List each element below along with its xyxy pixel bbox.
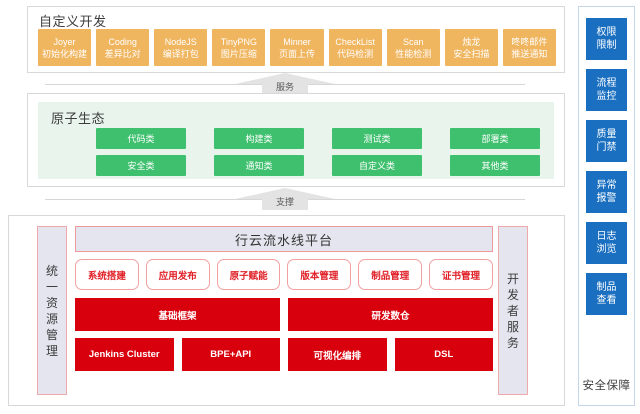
atom-ecology-panel: 原子生态 代码类 构建类 测试类 部署类安全类 通知类 自定义类 其他类 [27,93,565,187]
security-sidebar-item-line1: 权限 [596,27,617,38]
pipeline-tech-bar[interactable]: BPE+API [181,338,280,371]
connector-service: 服务 [0,73,570,95]
custom-dev-chip-name: 烛龙 [462,36,481,47]
security-sidebar: 权限限制流程监控质量门禁异常报警日志浏览制品查看 安全保障 [578,6,635,406]
pipeline-platform-body: 行云流水线平台 系统搭建应用发布原子赋能版本管理制品管理证书管理 基础框架研发数… [75,226,493,395]
custom-dev-chip-desc: 性能检测 [395,48,432,59]
custom-dev-chip-desc: 推送通知 [511,48,548,59]
security-sidebar-item[interactable]: 异常报警 [586,171,627,213]
security-sidebar-item-line2: 限制 [596,40,617,51]
security-sidebar-item[interactable]: 日志浏览 [586,222,627,264]
security-sidebar-item-line1: 日志 [596,231,617,242]
pipeline-capability-pill[interactable]: 制品管理 [358,259,423,290]
unified-resource-management-label: 统一资源管理 [45,263,58,358]
pipeline-core-bar[interactable]: 研发数仓 [288,298,493,331]
pipeline-core-bars: 基础框架研发数仓 [75,298,493,331]
pipeline-capability-pill[interactable]: 系统搭建 [75,259,139,290]
security-sidebar-footer: 安全保障 [582,380,631,392]
security-sidebar-item[interactable]: 权限限制 [586,18,627,60]
pipeline-capability-pill[interactable]: 版本管理 [287,259,352,290]
security-sidebar-items: 权限限制流程监控质量门禁异常报警日志浏览制品查看 [586,18,627,315]
custom-dev-chip-name: Minner [283,36,311,47]
security-sidebar-item-line1: 异常 [596,180,617,191]
pipeline-capability-pill[interactable]: 证书管理 [429,259,493,290]
pipeline-platform-title: 行云流水线平台 [75,226,493,252]
developer-services-rail: 开发者服务 [498,226,528,395]
developer-services-label: 开发者服务 [506,271,519,350]
custom-dev-chip-name: NodeJS [164,36,197,47]
pipeline-core-bar[interactable]: 基础框架 [75,298,280,331]
atom-ecology-items: 代码类 构建类 测试类 部署类安全类 通知类 自定义类 其他类 [96,128,540,176]
security-sidebar-item-line2: 门禁 [596,142,617,153]
custom-dev-chip[interactable]: 咚咚邮件推送通知 [502,29,556,66]
custom-dev-chip-desc: 代码检测 [337,48,374,59]
security-sidebar-item-line1: 制品 [596,282,617,293]
custom-development-title: 自定义开发 [39,14,107,29]
security-sidebar-item-line2: 查看 [596,295,617,306]
connector-support: 支撑 [0,188,570,210]
pipeline-tech-bar[interactable]: Jenkins Cluster [75,338,174,371]
atom-category-box[interactable]: 代码类 [96,128,186,149]
unified-resource-management-rail: 统一资源管理 [37,226,67,395]
custom-dev-chip-desc: 差异比对 [104,48,141,59]
custom-dev-chip[interactable]: 烛龙安全扫描 [444,29,498,66]
atom-category-box[interactable]: 构建类 [214,128,304,149]
security-sidebar-item[interactable]: 制品查看 [586,273,627,315]
security-sidebar-item-line2: 监控 [596,91,617,102]
custom-dev-chip-desc: 安全扫描 [453,48,490,59]
custom-dev-chip-desc: 初始化构建 [42,48,88,59]
atom-category-box[interactable]: 测试类 [332,128,422,149]
atom-category-box[interactable]: 通知类 [214,155,304,176]
pipeline-tech-bar[interactable]: 可视化编排 [288,338,387,371]
security-sidebar-item[interactable]: 流程监控 [586,69,627,111]
pipeline-capability-pill[interactable]: 应用发布 [145,259,210,290]
security-sidebar-item[interactable]: 质量门禁 [586,120,627,162]
security-sidebar-item-line2: 浏览 [596,244,617,255]
pipeline-platform-panel: 统一资源管理 开发者服务 行云流水线平台 系统搭建应用发布原子赋能版本管理制品管… [8,215,565,406]
connector-support-label: 支撑 [275,197,294,207]
custom-dev-chip-name: Coding [108,36,137,47]
pipeline-tech-bar[interactable]: DSL [394,338,493,371]
pipeline-capability-pill[interactable]: 原子赋能 [216,259,281,290]
custom-dev-chip-name: Scan [402,36,424,47]
security-sidebar-item-line1: 流程 [596,78,617,89]
pipeline-capabilities: 系统搭建应用发布原子赋能版本管理制品管理证书管理 [75,259,493,290]
custom-dev-chip-name: Joyer [53,36,76,47]
custom-dev-chip-name: TinyPNG [220,36,257,47]
atom-ecology-inner: 原子生态 代码类 构建类 测试类 部署类安全类 通知类 自定义类 其他类 [38,102,554,179]
security-sidebar-item-line2: 报警 [596,193,617,204]
custom-dev-chip-desc: 编译打包 [162,48,199,59]
custom-dev-chip-desc: 图片压缩 [220,48,257,59]
atom-ecology-title: 原子生态 [51,111,106,126]
atom-category-box[interactable]: 部署类 [450,128,540,149]
atom-category-box[interactable]: 自定义类 [332,155,422,176]
security-sidebar-item-line1: 质量 [596,129,617,140]
connector-service-label: 服务 [275,82,294,92]
atom-category-box[interactable]: 安全类 [96,155,186,176]
custom-dev-chip-name: CheckList [335,36,375,47]
connector-service-arrow: 服务 [235,73,335,95]
custom-dev-chip-desc: 页面上传 [278,48,315,59]
atom-category-box[interactable]: 其他类 [450,155,540,176]
custom-dev-chip-name: 咚咚邮件 [511,36,548,47]
connector-support-arrow: 支撑 [235,188,335,210]
